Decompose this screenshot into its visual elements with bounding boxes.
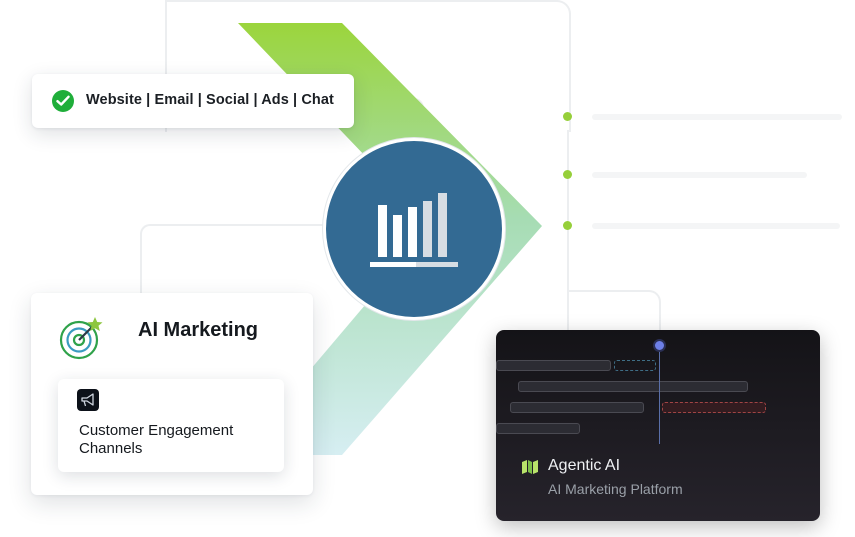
faint-list-line xyxy=(592,172,807,178)
list-bullet xyxy=(563,221,572,230)
list-bullet xyxy=(563,112,572,121)
connector-line xyxy=(165,0,571,132)
faint-list-line xyxy=(592,114,842,120)
timeline-bar xyxy=(510,402,644,413)
agentic-name: Agentic AI xyxy=(548,457,621,474)
timeline-knob[interactable] xyxy=(653,339,666,352)
channels-text: Website | Email | Social | Ads | Chat xyxy=(86,92,334,108)
list-bullet xyxy=(563,170,572,179)
engagement-channels-card[interactable]: Customer Engagement Channels xyxy=(58,379,284,472)
faint-list-line xyxy=(592,223,840,229)
engagement-label: Customer Engagement Channels xyxy=(79,422,234,457)
timeline-bar xyxy=(496,423,580,434)
timeline-bar xyxy=(614,360,656,371)
target-icon xyxy=(57,315,109,370)
map-icon xyxy=(521,459,539,480)
check-circle-icon xyxy=(52,90,74,112)
connector-line xyxy=(140,224,332,296)
timeline-bar xyxy=(496,360,611,371)
timeline-bar xyxy=(662,402,766,413)
connector-line xyxy=(567,130,569,290)
agentic-ai-card[interactable]: Agentic AI AI Marketing Platform xyxy=(496,330,820,521)
card-title: AI Marketing xyxy=(138,319,259,341)
hub-circle xyxy=(326,141,502,317)
timeline-bar xyxy=(518,381,748,392)
agentic-subtitle: AI Marketing Platform xyxy=(548,481,683,497)
timeline-cursor xyxy=(659,348,660,444)
megaphone-icon xyxy=(77,389,99,411)
channels-pill: Website | Email | Social | Ads | Chat xyxy=(32,74,354,128)
bar-chart-icon xyxy=(370,193,458,267)
connector-line xyxy=(567,280,653,330)
ai-marketing-card[interactable]: AI Marketing Customer Engagement Channel… xyxy=(31,293,313,495)
connector-line xyxy=(567,290,661,337)
